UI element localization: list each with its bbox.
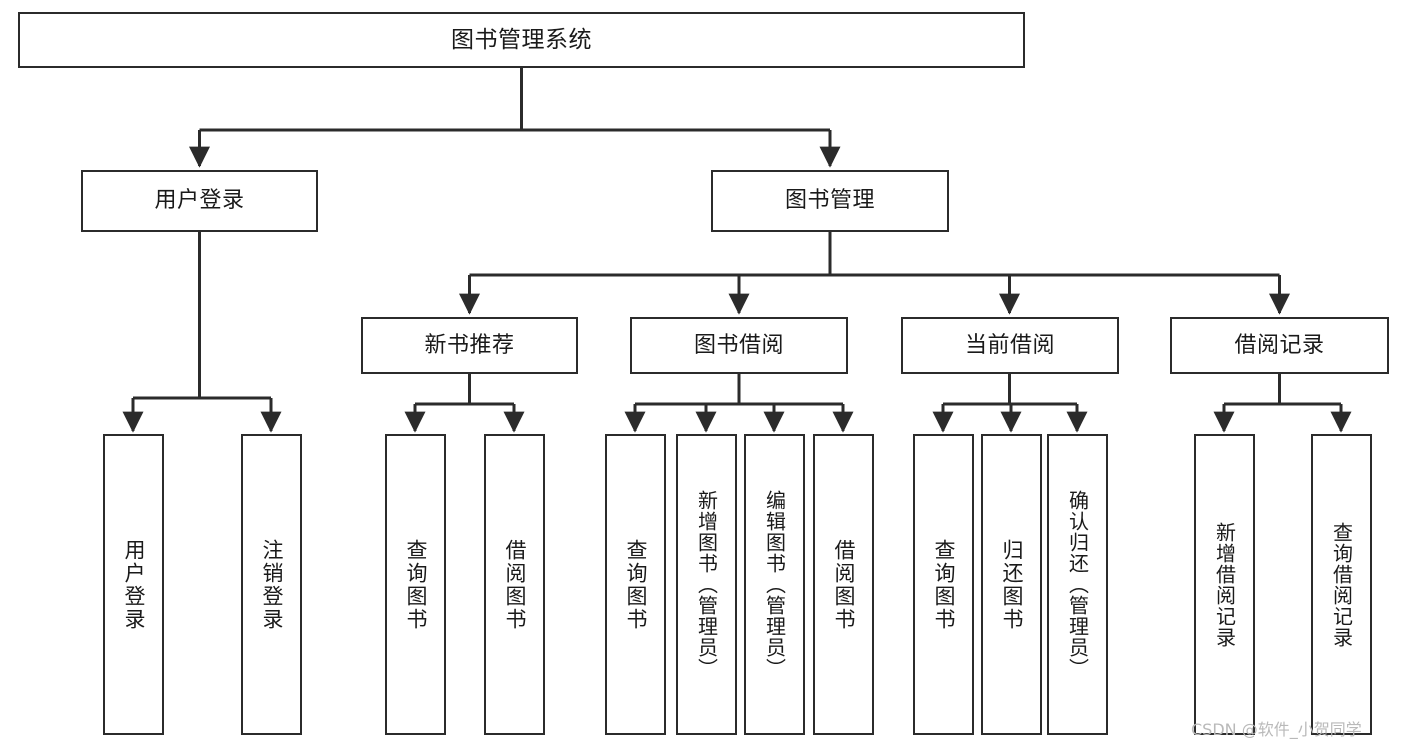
leaf-user-login-label: 用户登录 xyxy=(122,538,146,631)
node-borrow-record[interactable]: 借阅记录 xyxy=(1170,317,1389,374)
leaf-add-borrow-record[interactable]: 新增借阅记录 xyxy=(1194,434,1255,735)
leaf-borrow-book-newbook[interactable]: 借阅图书 xyxy=(484,434,545,735)
leaf-edit-book-admin-label: 编辑图书（管理员） xyxy=(762,490,787,679)
leaf-logout-label: 注销登录 xyxy=(260,538,284,631)
node-book-management-label: 图书管理 xyxy=(784,188,875,214)
node-root-label: 图书管理系统 xyxy=(451,26,592,53)
leaf-query-book-newbook-label: 查询图书 xyxy=(404,538,428,631)
leaf-confirm-return-admin-label: 确认归还（管理员） xyxy=(1065,490,1090,679)
leaf-logout[interactable]: 注销登录 xyxy=(241,434,302,735)
leaf-add-borrow-record-label: 新增借阅记录 xyxy=(1212,521,1237,648)
leaf-borrow-book[interactable]: 借阅图书 xyxy=(813,434,874,735)
leaf-return-book-label: 归还图书 xyxy=(1000,538,1024,631)
node-book-borrow-label: 图书借阅 xyxy=(693,332,784,358)
leaf-add-book-admin-label: 新增图书（管理员） xyxy=(694,490,719,679)
node-book-borrow[interactable]: 图书借阅 xyxy=(630,317,848,374)
node-current-borrow[interactable]: 当前借阅 xyxy=(901,317,1119,374)
node-current-borrow-label: 当前借阅 xyxy=(964,332,1055,358)
node-borrow-record-label: 借阅记录 xyxy=(1234,332,1325,358)
leaf-confirm-return-admin[interactable]: 确认归还（管理员） xyxy=(1047,434,1108,735)
leaf-query-book-current-label: 查询图书 xyxy=(932,538,956,631)
node-book-management[interactable]: 图书管理 xyxy=(711,170,949,232)
node-user-login-label: 用户登录 xyxy=(154,188,245,214)
leaf-edit-book-admin[interactable]: 编辑图书（管理员） xyxy=(744,434,805,735)
leaf-borrow-book-label: 借阅图书 xyxy=(832,538,856,631)
leaf-query-book-newbook[interactable]: 查询图书 xyxy=(385,434,446,735)
leaf-user-login[interactable]: 用户登录 xyxy=(103,434,164,735)
leaf-return-book[interactable]: 归还图书 xyxy=(981,434,1042,735)
csdn-watermark: CSDN @软件_小贺同学 xyxy=(1191,720,1362,739)
leaf-query-borrow-record[interactable]: 查询借阅记录 xyxy=(1311,434,1372,735)
node-user-login[interactable]: 用户登录 xyxy=(81,170,318,232)
node-new-book-recommend-label: 新书推荐 xyxy=(424,332,515,358)
leaf-query-book-borrow-label: 查询图书 xyxy=(624,538,648,631)
leaf-query-book-borrow[interactable]: 查询图书 xyxy=(605,434,666,735)
leaf-borrow-book-newbook-label: 借阅图书 xyxy=(503,538,527,631)
leaf-query-book-current[interactable]: 查询图书 xyxy=(913,434,974,735)
node-new-book-recommend[interactable]: 新书推荐 xyxy=(361,317,578,374)
node-root[interactable]: 图书管理系统 xyxy=(18,12,1025,68)
leaf-query-borrow-record-label: 查询借阅记录 xyxy=(1329,521,1354,648)
leaf-add-book-admin[interactable]: 新增图书（管理员） xyxy=(676,434,737,735)
